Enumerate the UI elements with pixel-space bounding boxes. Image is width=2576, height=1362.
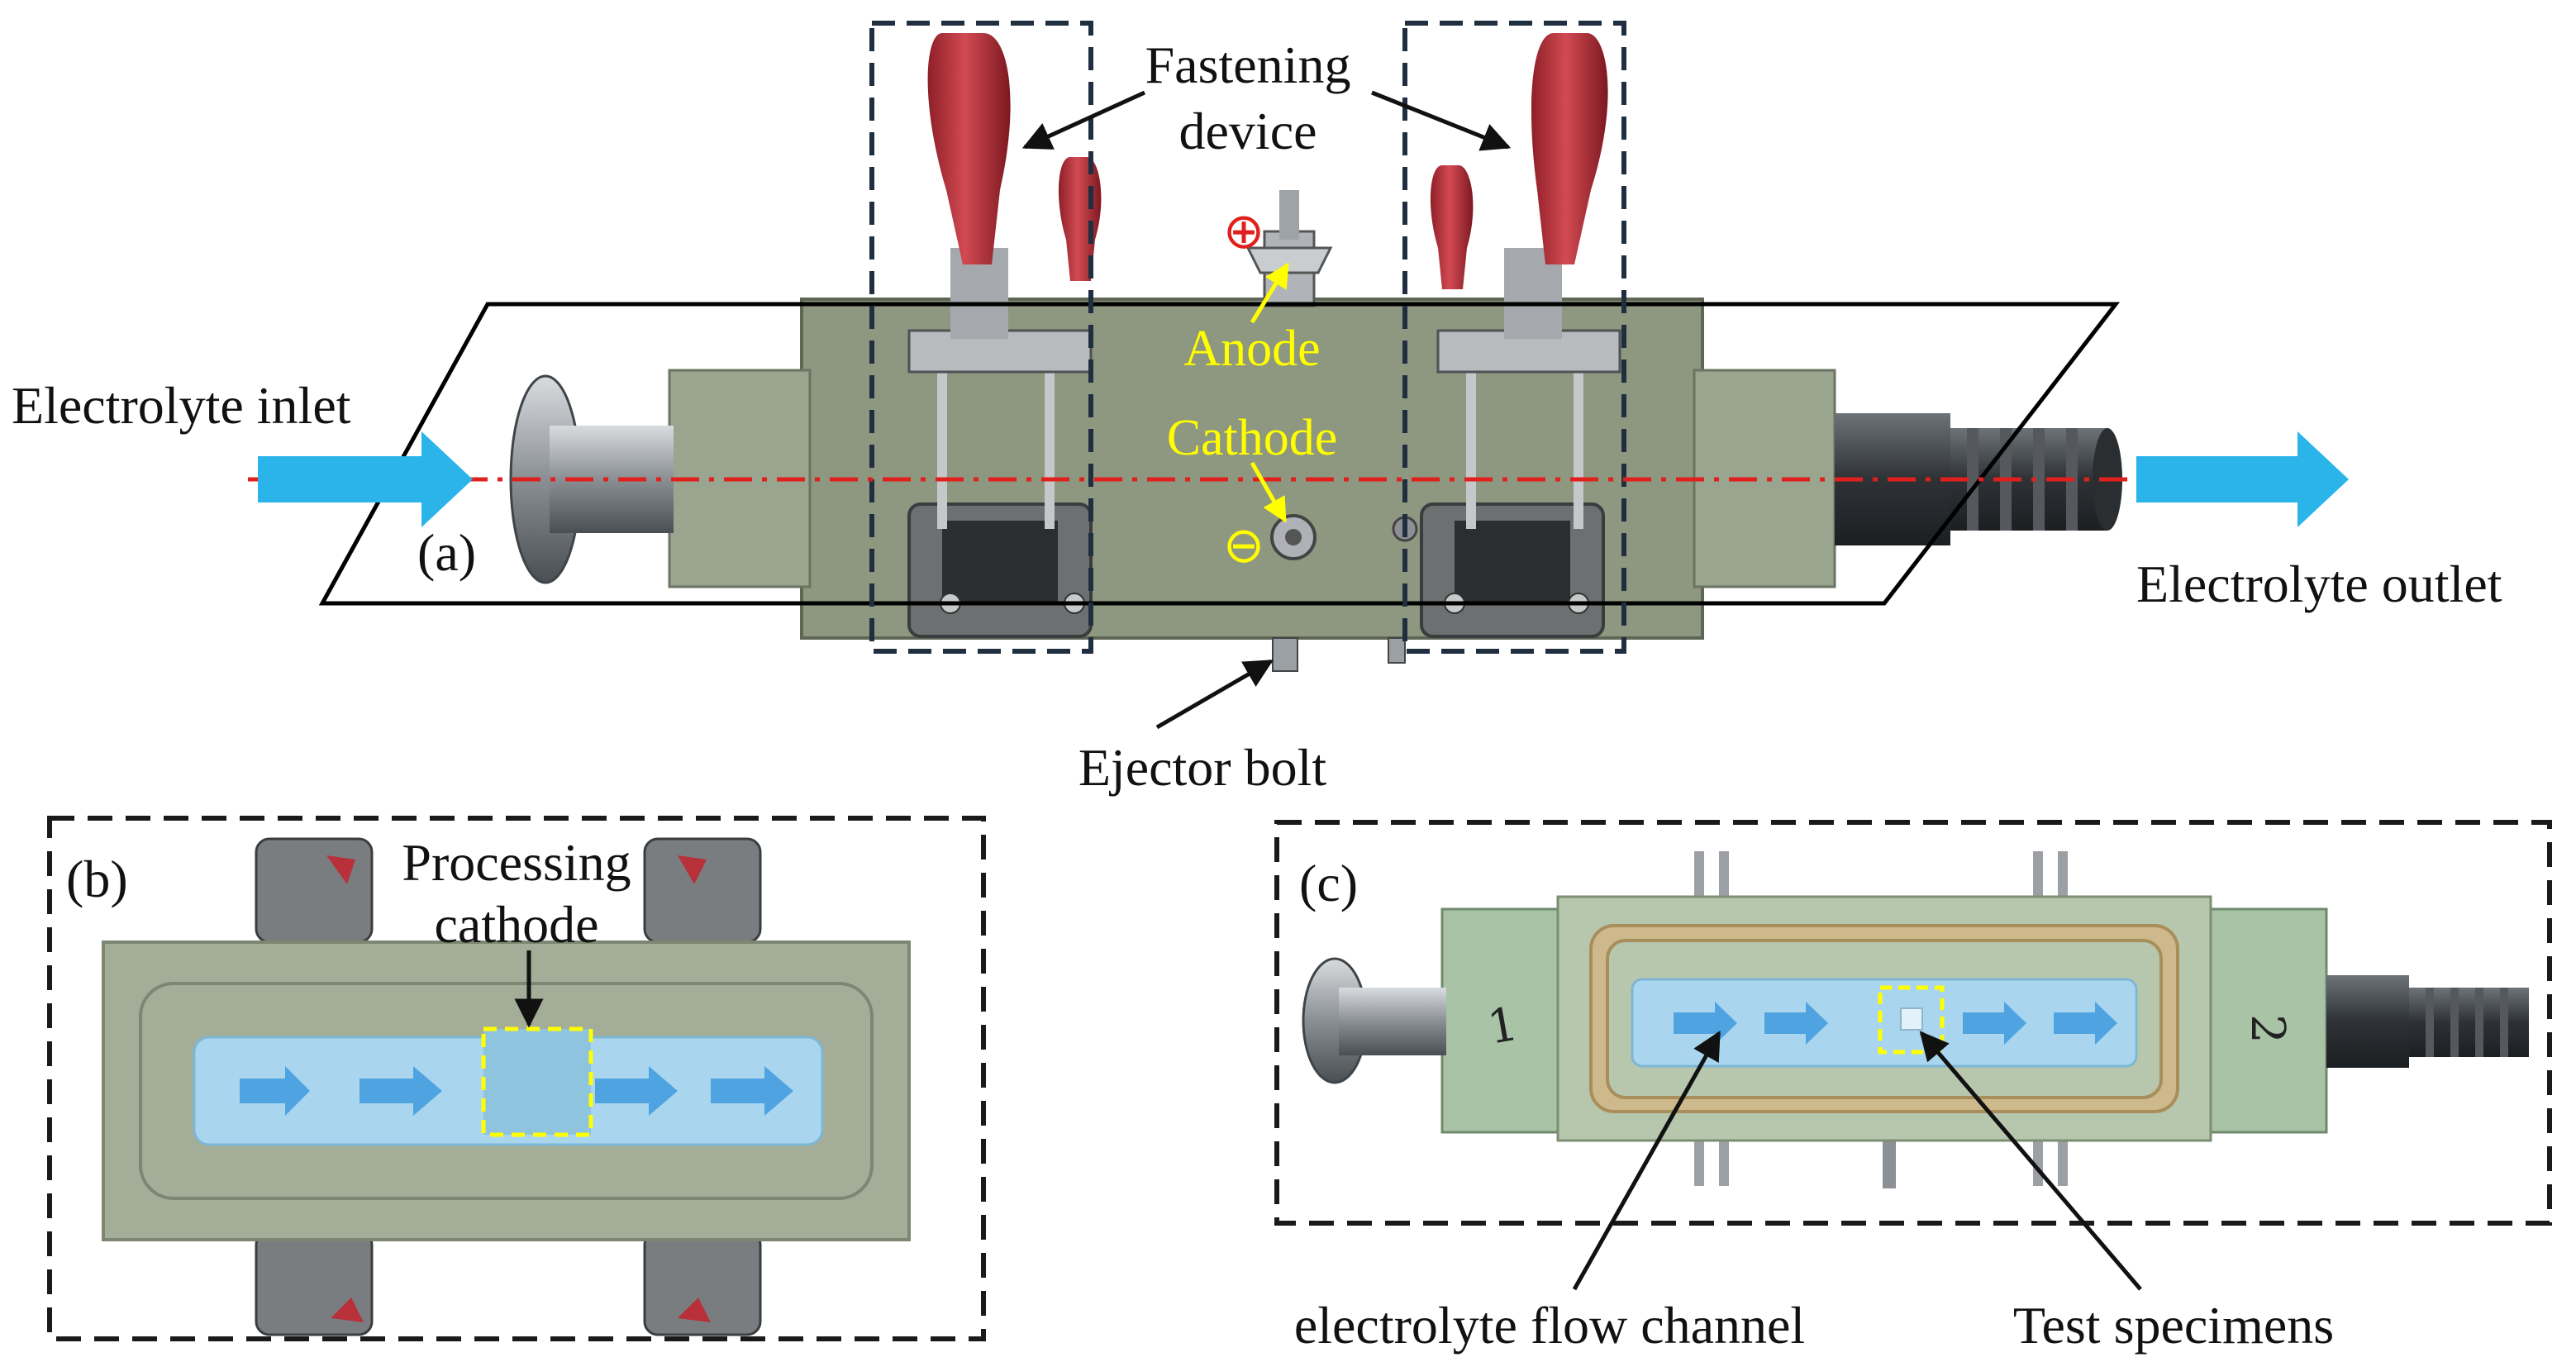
- flow-plane-outline: [318, 302, 2121, 606]
- panel-c-flow-arrow-1: [1674, 1002, 1737, 1045]
- panel-b-clamps: [255, 837, 762, 1336]
- panel-b-flow-arrow-3: [595, 1066, 678, 1116]
- electrolyte-inlet-label: Electrolyte inlet: [12, 376, 351, 435]
- cathode-arrow: [1250, 461, 1288, 523]
- test-specimens-label: Test specimens: [2013, 1296, 2334, 1355]
- anode-plus-symbol: ⊕: [1223, 202, 1264, 260]
- port-2-marking: 2: [2240, 1014, 2294, 1044]
- panel-c-inlet-pipe: [1339, 988, 1446, 1055]
- test-specimen-marker: [1878, 985, 1945, 1055]
- right-fastening-frame: [1402, 21, 1626, 654]
- electrolyte-outlet-label: Electrolyte outlet: [2136, 555, 2502, 613]
- cathode-minus-symbol: ⊖: [1223, 517, 1264, 574]
- fastening-arrow-right: [1371, 90, 1512, 151]
- outlet-flow-arrow: [2136, 431, 2349, 527]
- ejector-arrow: [1155, 659, 1274, 730]
- panel-b-flow-arrow-1: [240, 1066, 310, 1116]
- panel-c-label: (c): [1299, 854, 1358, 912]
- left-fastening-frame: [869, 21, 1093, 654]
- panel-c-flow-arrow-3: [1963, 1002, 2026, 1045]
- ejector-bolt: [1272, 637, 1298, 672]
- cathode-bolt-center: [1285, 529, 1302, 545]
- anode-arrow: [1250, 262, 1290, 324]
- panel-b-label: (b): [66, 850, 128, 908]
- panel-c-flow-arrow-4: [2054, 1002, 2117, 1045]
- test-specimens-arrow: [1919, 1031, 2142, 1291]
- processing-cathode-marker: [481, 1026, 593, 1137]
- panel-a-label: (a): [417, 523, 476, 582]
- cathode-label: Cathode: [1167, 410, 1338, 466]
- panel-a: Fastening device Electrolyte inlet Elect…: [12, 21, 2502, 797]
- anode-label: Anode: [1183, 321, 1320, 377]
- fastening-arrow-left: [1021, 90, 1146, 150]
- processing-cathode-label-line2: cathode: [435, 895, 599, 954]
- panel-b-groove: [139, 982, 874, 1200]
- fastening-label-line2: device: [1179, 102, 1317, 160]
- test-specimen: [1900, 1007, 1923, 1031]
- panel-b-flow-arrow-2: [359, 1066, 442, 1116]
- ejector-bolt-2: [1388, 637, 1406, 664]
- panel-c-channel: [1631, 978, 2138, 1068]
- ejector-bolt-label: Ejector bolt: [1078, 738, 1327, 797]
- panel-c-left-block: [1440, 907, 1564, 1134]
- panel-c-flow-arrow-2: [1764, 1002, 1828, 1045]
- processing-cathode-label-line1: Processing: [402, 833, 631, 892]
- panel-b-flow-arrow-4: [711, 1066, 793, 1116]
- panel-b: (b) Processing cathode: [47, 816, 986, 1341]
- panel-c: 1 2 (c) electrolyte flow channel Test sp…: [1274, 820, 2552, 1355]
- flow-channel-arrow: [1572, 1030, 1721, 1291]
- flow-channel-label: electrolyte flow channel: [1294, 1296, 1805, 1355]
- panel-c-outlet-hose: [2326, 975, 2529, 1068]
- fastening-label-line1: Fastening: [1145, 36, 1351, 94]
- panel-b-frame: [47, 816, 986, 1341]
- inlet-flow-arrow: [258, 431, 473, 527]
